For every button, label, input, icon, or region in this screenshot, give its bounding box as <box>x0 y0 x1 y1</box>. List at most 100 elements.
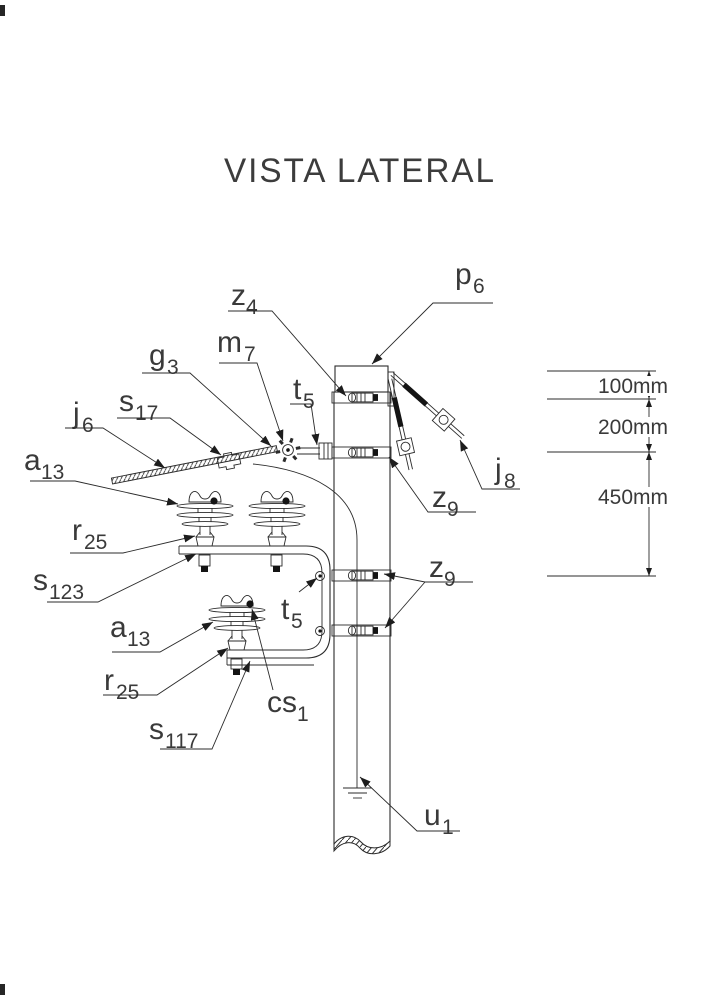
leader-m7 <box>219 362 284 442</box>
label-sub-r25-top: 25 <box>84 531 107 554</box>
label-sub-j6: 6 <box>82 414 94 437</box>
leader-a13-low <box>112 621 214 653</box>
dim-text-bg-1 <box>602 417 664 437</box>
conductor-dot-2 <box>282 497 290 505</box>
dim-arrow-up-1 <box>646 399 652 407</box>
bracket-bolt-upper <box>315 571 325 581</box>
anchor-guy-assembly <box>110 437 333 485</box>
leader-cs1 <box>250 608 274 691</box>
leader2-z9-low <box>384 581 426 629</box>
cable-splice <box>216 451 242 471</box>
print-mark-top <box>0 5 5 16</box>
dim-text-bg-2 <box>602 487 664 507</box>
label-sub-u1: 1 <box>442 816 454 839</box>
label-sub-cs1: 1 <box>297 703 309 726</box>
dim-text-0: 100mm <box>598 375 668 398</box>
label-sub-a13-low: 13 <box>127 628 150 651</box>
label-main-a13-top: a <box>24 444 41 477</box>
label-sub-z9-top: 9 <box>447 498 459 521</box>
label-sub-r25-low: 25 <box>116 681 139 704</box>
crossarm-bracket <box>178 545 331 666</box>
conductor-dot-3 <box>246 600 254 608</box>
label-main-z9-top: z <box>432 481 447 514</box>
label-sub-p6: 6 <box>473 275 485 298</box>
label-sub-s117: 117 <box>165 730 198 753</box>
dim-text-bg-0 <box>602 376 664 396</box>
label-main-r25-low: r <box>104 664 114 697</box>
guy-cable <box>110 445 278 485</box>
leader-s17 <box>117 417 222 456</box>
label-sub-z9-low: 9 <box>444 568 456 591</box>
leader-p6 <box>371 302 493 365</box>
label-main-z9-low: z <box>429 551 444 584</box>
label-sub-t5-mid: 5 <box>291 610 303 633</box>
leader-z9-top <box>388 456 476 513</box>
leader-s117 <box>160 660 251 750</box>
label-main-j6: j <box>72 397 80 430</box>
label-sub-j8: 8 <box>504 470 516 493</box>
label-main-u1: u <box>424 799 441 832</box>
insulators <box>176 491 306 675</box>
leader-t5-top <box>290 403 320 446</box>
dim-text-2: 450mm <box>598 486 668 509</box>
label-sub-s17: 17 <box>135 402 158 425</box>
label-sub-t5-top: 5 <box>303 390 315 413</box>
leader-r25-low <box>103 647 229 696</box>
label-main-t5-mid: t <box>281 593 290 626</box>
label-sub-m7: 7 <box>244 343 256 366</box>
leader-z4 <box>228 310 347 397</box>
conductor-dot-1 <box>210 497 218 505</box>
label-main-r25-top: r <box>72 514 82 547</box>
leader-j8 <box>459 439 520 490</box>
leader-t5-mid <box>298 577 318 593</box>
label-sub-a13-top: 13 <box>41 461 64 484</box>
label-main-s17: s <box>119 385 134 418</box>
leader-j6 <box>65 427 166 469</box>
label-sub-s123: 123 <box>49 581 84 604</box>
band-clamps <box>331 391 392 637</box>
label-sub-z4: 4 <box>246 296 258 319</box>
print-mark-bottom <box>0 984 5 995</box>
label-main-s123: s <box>33 564 48 597</box>
eyebolt-collar <box>318 442 333 460</box>
dim-arrow-up-2 <box>646 452 652 460</box>
label-main-g3: g <box>149 339 166 372</box>
label-main-z4: z <box>231 279 246 312</box>
label-main-p6: p <box>455 258 472 291</box>
guy-wire-outer <box>390 372 465 439</box>
guy-wire-inner <box>387 378 416 471</box>
label-main-cs1: cs <box>267 686 297 719</box>
pole-break <box>333 835 391 855</box>
bracket-bolt-lower <box>315 626 325 636</box>
drawing-title: VISTA LATERAL <box>224 152 496 190</box>
dim-arrow-down-2 <box>646 568 652 576</box>
label-main-m7: m <box>217 326 242 359</box>
label-main-s117: s <box>149 713 164 746</box>
label-sub-g3: 3 <box>167 356 179 379</box>
label-main-j8: j <box>494 453 502 486</box>
